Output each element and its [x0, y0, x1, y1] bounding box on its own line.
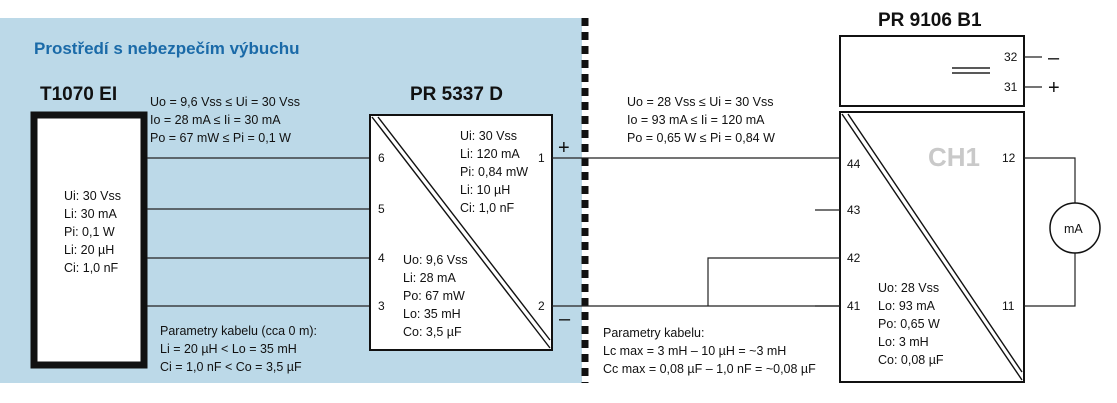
entity-line: Io = 93 mA ≤ Ii = 120 mA [627, 113, 765, 127]
wire-42 [707, 257, 840, 306]
cable-line: Ci = 1,0 nF < Co = 3,5 µF [160, 360, 302, 374]
pr9106-param: Lo: 93 mA [878, 299, 936, 313]
pr5337-out-param: Po: 67 mW [403, 289, 465, 303]
minus-sign: – [559, 308, 571, 330]
cable-params-left: Parametry kabelu (cca 0 m): Li = 20 µH <… [160, 324, 317, 374]
pr5337-title: PR 5337 D [410, 84, 503, 105]
supply-plus-sign: + [1048, 77, 1060, 99]
pr9106-pin-11: 11 [1002, 299, 1015, 313]
pr9106-pin-31: 31 [1004, 80, 1018, 94]
cable-line: Parametry kabelu: [603, 326, 704, 340]
pr5337-input-params: Ui: 30 Vss Li: 120 mA Pi: 0,84 mW Li: 10… [460, 129, 528, 215]
pr9106-pin-12: 12 [1002, 151, 1016, 165]
channel-label: CH1 [928, 142, 980, 172]
cable-line: Parametry kabelu (cca 0 m): [160, 324, 317, 338]
pr5337-out-param: Lo: 35 mH [403, 307, 461, 321]
pr5337-pin-2: 2 [538, 299, 545, 313]
pr5337-in-param: Ui: 30 Vss [460, 129, 517, 143]
t1070-param: Ui: 30 Vss [64, 189, 121, 203]
t1070-block [30, 111, 148, 369]
pr5337-output-params: Uo: 9,6 Vss Li: 28 mA Po: 67 mW Lo: 35 m… [403, 253, 468, 339]
pr5337-pin-6: 6 [378, 151, 385, 165]
pr5337-out-param: Uo: 9,6 Vss [403, 253, 468, 267]
entity-line: Po = 0,65 W ≤ Pi = 0,84 W [627, 131, 775, 145]
pr5337-diagonal-2 [377, 116, 551, 341]
t1070-param: Li: 30 mA [64, 207, 117, 221]
pr9106-param: Po: 0,65 W [878, 317, 940, 331]
pr5337-in-param: Li: 10 µH [460, 183, 510, 197]
pr9106-param: Uo: 28 Vss [878, 281, 939, 295]
pr9106-param: Lo: 3 mH [878, 335, 929, 349]
pr9106-supply-block [839, 35, 1025, 107]
cable-line: Li = 20 µH < Lo = 35 mH [160, 342, 297, 356]
t1070-param: Li: 20 µH [64, 243, 114, 257]
entity-line: Po = 67 mW ≤ Pi = 0,1 W [150, 131, 291, 145]
t1070-param: Pi: 0,1 W [64, 225, 115, 239]
t1070-param: Ci: 1,0 nF [64, 261, 119, 275]
wire-11 [1024, 253, 1076, 307]
entity-line: Io = 28 mA ≤ Ii = 30 mA [150, 113, 281, 127]
pr9106-pin-43: 43 [847, 203, 861, 217]
entity-line: Uo = 28 Vss ≤ Ui = 30 Vss [627, 95, 774, 109]
pr5337-pin-3: 3 [378, 299, 385, 313]
t1070-title: T1070 EI [40, 84, 117, 105]
entity-params-left: Uo = 9,6 Vss ≤ Ui = 30 Vss Io = 28 mA ≤ … [150, 95, 300, 145]
pr9106-title: PR 9106 B1 [878, 10, 982, 31]
pr5337-out-param: Co: 3,5 µF [403, 325, 462, 339]
pr5337-pin-5: 5 [378, 202, 385, 216]
cable-line: Cc max = 0,08 µF – 1,0 nF = ~0,08 µF [603, 362, 816, 376]
pr9106-diagonal-2 [847, 113, 1023, 373]
pr9106-pin-32: 32 [1004, 50, 1018, 64]
cable-params-right: Parametry kabelu: Lc max = 3 mH – 10 µH … [603, 326, 816, 376]
plus-sign: + [558, 137, 570, 159]
ammeter-label: mA [1064, 222, 1083, 236]
pr9106-params: Uo: 28 Vss Lo: 93 mA Po: 0,65 W Lo: 3 mH… [878, 281, 944, 367]
cable-line: Lc max = 3 mH – 10 µH = ~3 mH [603, 344, 786, 358]
pr5337-out-param: Li: 28 mA [403, 271, 456, 285]
wire-12 [1024, 157, 1076, 203]
hazard-zone-title: Prostředí s nebezpečím výbuchu [34, 39, 299, 58]
pr5337-pin-1: 1 [538, 151, 545, 165]
entity-line: Uo = 9,6 Vss ≤ Ui = 30 Vss [150, 95, 300, 109]
pr9106-diagonal [841, 113, 1023, 381]
pr5337-in-param: Li: 120 mA [460, 147, 520, 161]
ammeter [1049, 202, 1101, 254]
pr5337-pin-4: 4 [378, 251, 385, 265]
pr9106-pin-44: 44 [847, 157, 861, 171]
pr9106-pin-42: 42 [847, 251, 861, 265]
entity-params-right: Uo = 28 Vss ≤ Ui = 30 Vss Io = 93 mA ≤ I… [627, 95, 775, 145]
supply-minus-sign: – [1048, 47, 1060, 69]
pr9106-pin-41: 41 [847, 299, 861, 313]
pr5337-in-param: Ci: 1,0 nF [460, 201, 515, 215]
pr9106-param: Co: 0,08 µF [878, 353, 944, 367]
t1070-params: Ui: 30 Vss Li: 30 mA Pi: 0,1 W Li: 20 µH… [64, 189, 121, 275]
pr5337-diagonal [371, 116, 551, 349]
pr5337-in-param: Pi: 0,84 mW [460, 165, 528, 179]
